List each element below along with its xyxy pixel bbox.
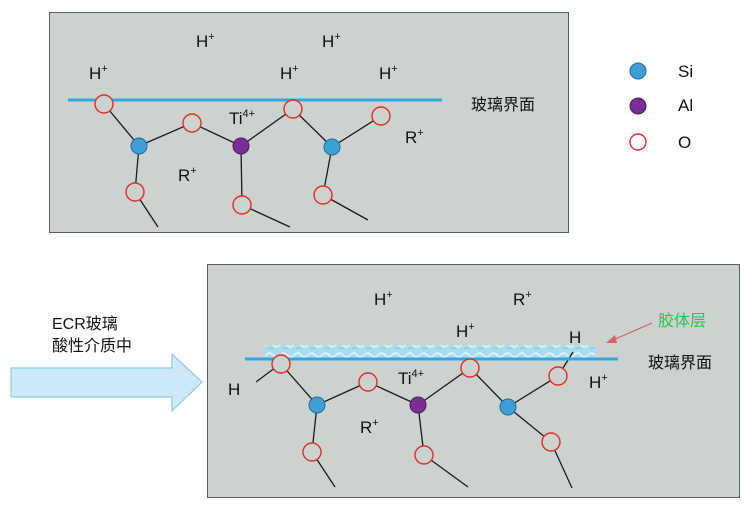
gel-layer [265,345,595,358]
oxygen-atom [414,445,434,465]
o-legend-label: O [678,133,691,152]
gel-layer-annotation: 胶体层 [606,312,706,343]
ion-label: H+ [322,31,341,51]
top-ions: H+ H+ H+ H+ H+ R+ R+ Ti4+ [89,31,424,185]
si-legend-icon [629,62,647,80]
ion-label: H+ [374,289,393,309]
process-arrow: ECR玻璃 酸性介质中 [10,315,203,413]
silicon-atom [130,137,148,155]
top-panel-background [49,12,569,233]
titanium-ion-label: Ti4+ [229,108,255,128]
process-line-2: 酸性介质中 [52,337,132,355]
top-panel: H+ H+ H+ H+ H+ R+ R+ Ti4+ 玻璃界面 [49,12,569,233]
ion-label: R+ [513,289,532,309]
ion-label: H+ [456,321,475,341]
hydrogen-atom-label: H [228,380,240,399]
silicon-atom [499,398,517,416]
oxygen-atom [302,442,322,462]
ion-label: H+ [589,372,608,392]
aluminum-atom [409,396,427,414]
silicon-atom [308,396,326,414]
bottom-interface-label: 玻璃界面 [648,354,712,372]
process-arrow-shape [10,352,203,413]
legend: Si Al O [629,62,693,152]
hydrogen-atom-label: H [569,328,581,347]
gel-layer-label: 胶体层 [658,312,706,330]
al-legend-label: Al [678,96,693,115]
ion-label: R+ [178,165,197,185]
oxygen-atom [271,354,291,374]
oxygen-atom [125,182,145,202]
ion-label: H+ [280,63,299,83]
gel-annotation-arrow-head [606,335,617,343]
ion-label: R+ [360,417,379,437]
ion-label: H+ [196,31,215,51]
o-legend-icon [629,133,647,151]
aluminum-atom [232,137,250,155]
bottom-ions: H+ R+ H+ H H H+ R+ Ti4+ [228,289,608,437]
ion-label: H+ [379,63,398,83]
titanium-ion-label: Ti4+ [398,368,424,388]
silicon-atom [323,138,341,156]
oxygen-atom [232,195,252,215]
oxygen-atom [548,366,568,386]
ion-label: R+ [405,127,424,147]
process-line-1: ECR玻璃 [52,315,118,333]
ion-label: H+ [89,63,108,83]
oxygen-atom [94,94,114,114]
oxygen-atom [358,372,378,392]
si-legend-label: Si [678,62,693,81]
oxygen-atom [283,99,303,119]
bottom-panel-background [207,264,740,498]
top-atoms [94,94,391,215]
oxygen-atom [541,432,561,452]
bottom-atoms [271,354,568,465]
bottom-panel: H+ R+ H+ H H H+ R+ Ti4+ 玻璃界面 胶体层 [207,264,740,498]
oxygen-atom [460,358,480,378]
oxygen-atom [313,185,333,205]
al-legend-icon [629,97,647,115]
top-interface-label: 玻璃界面 [471,96,535,114]
oxygen-atom [182,113,202,133]
gel-annotation-arrow-line [612,322,653,341]
oxygen-atom [371,106,391,126]
